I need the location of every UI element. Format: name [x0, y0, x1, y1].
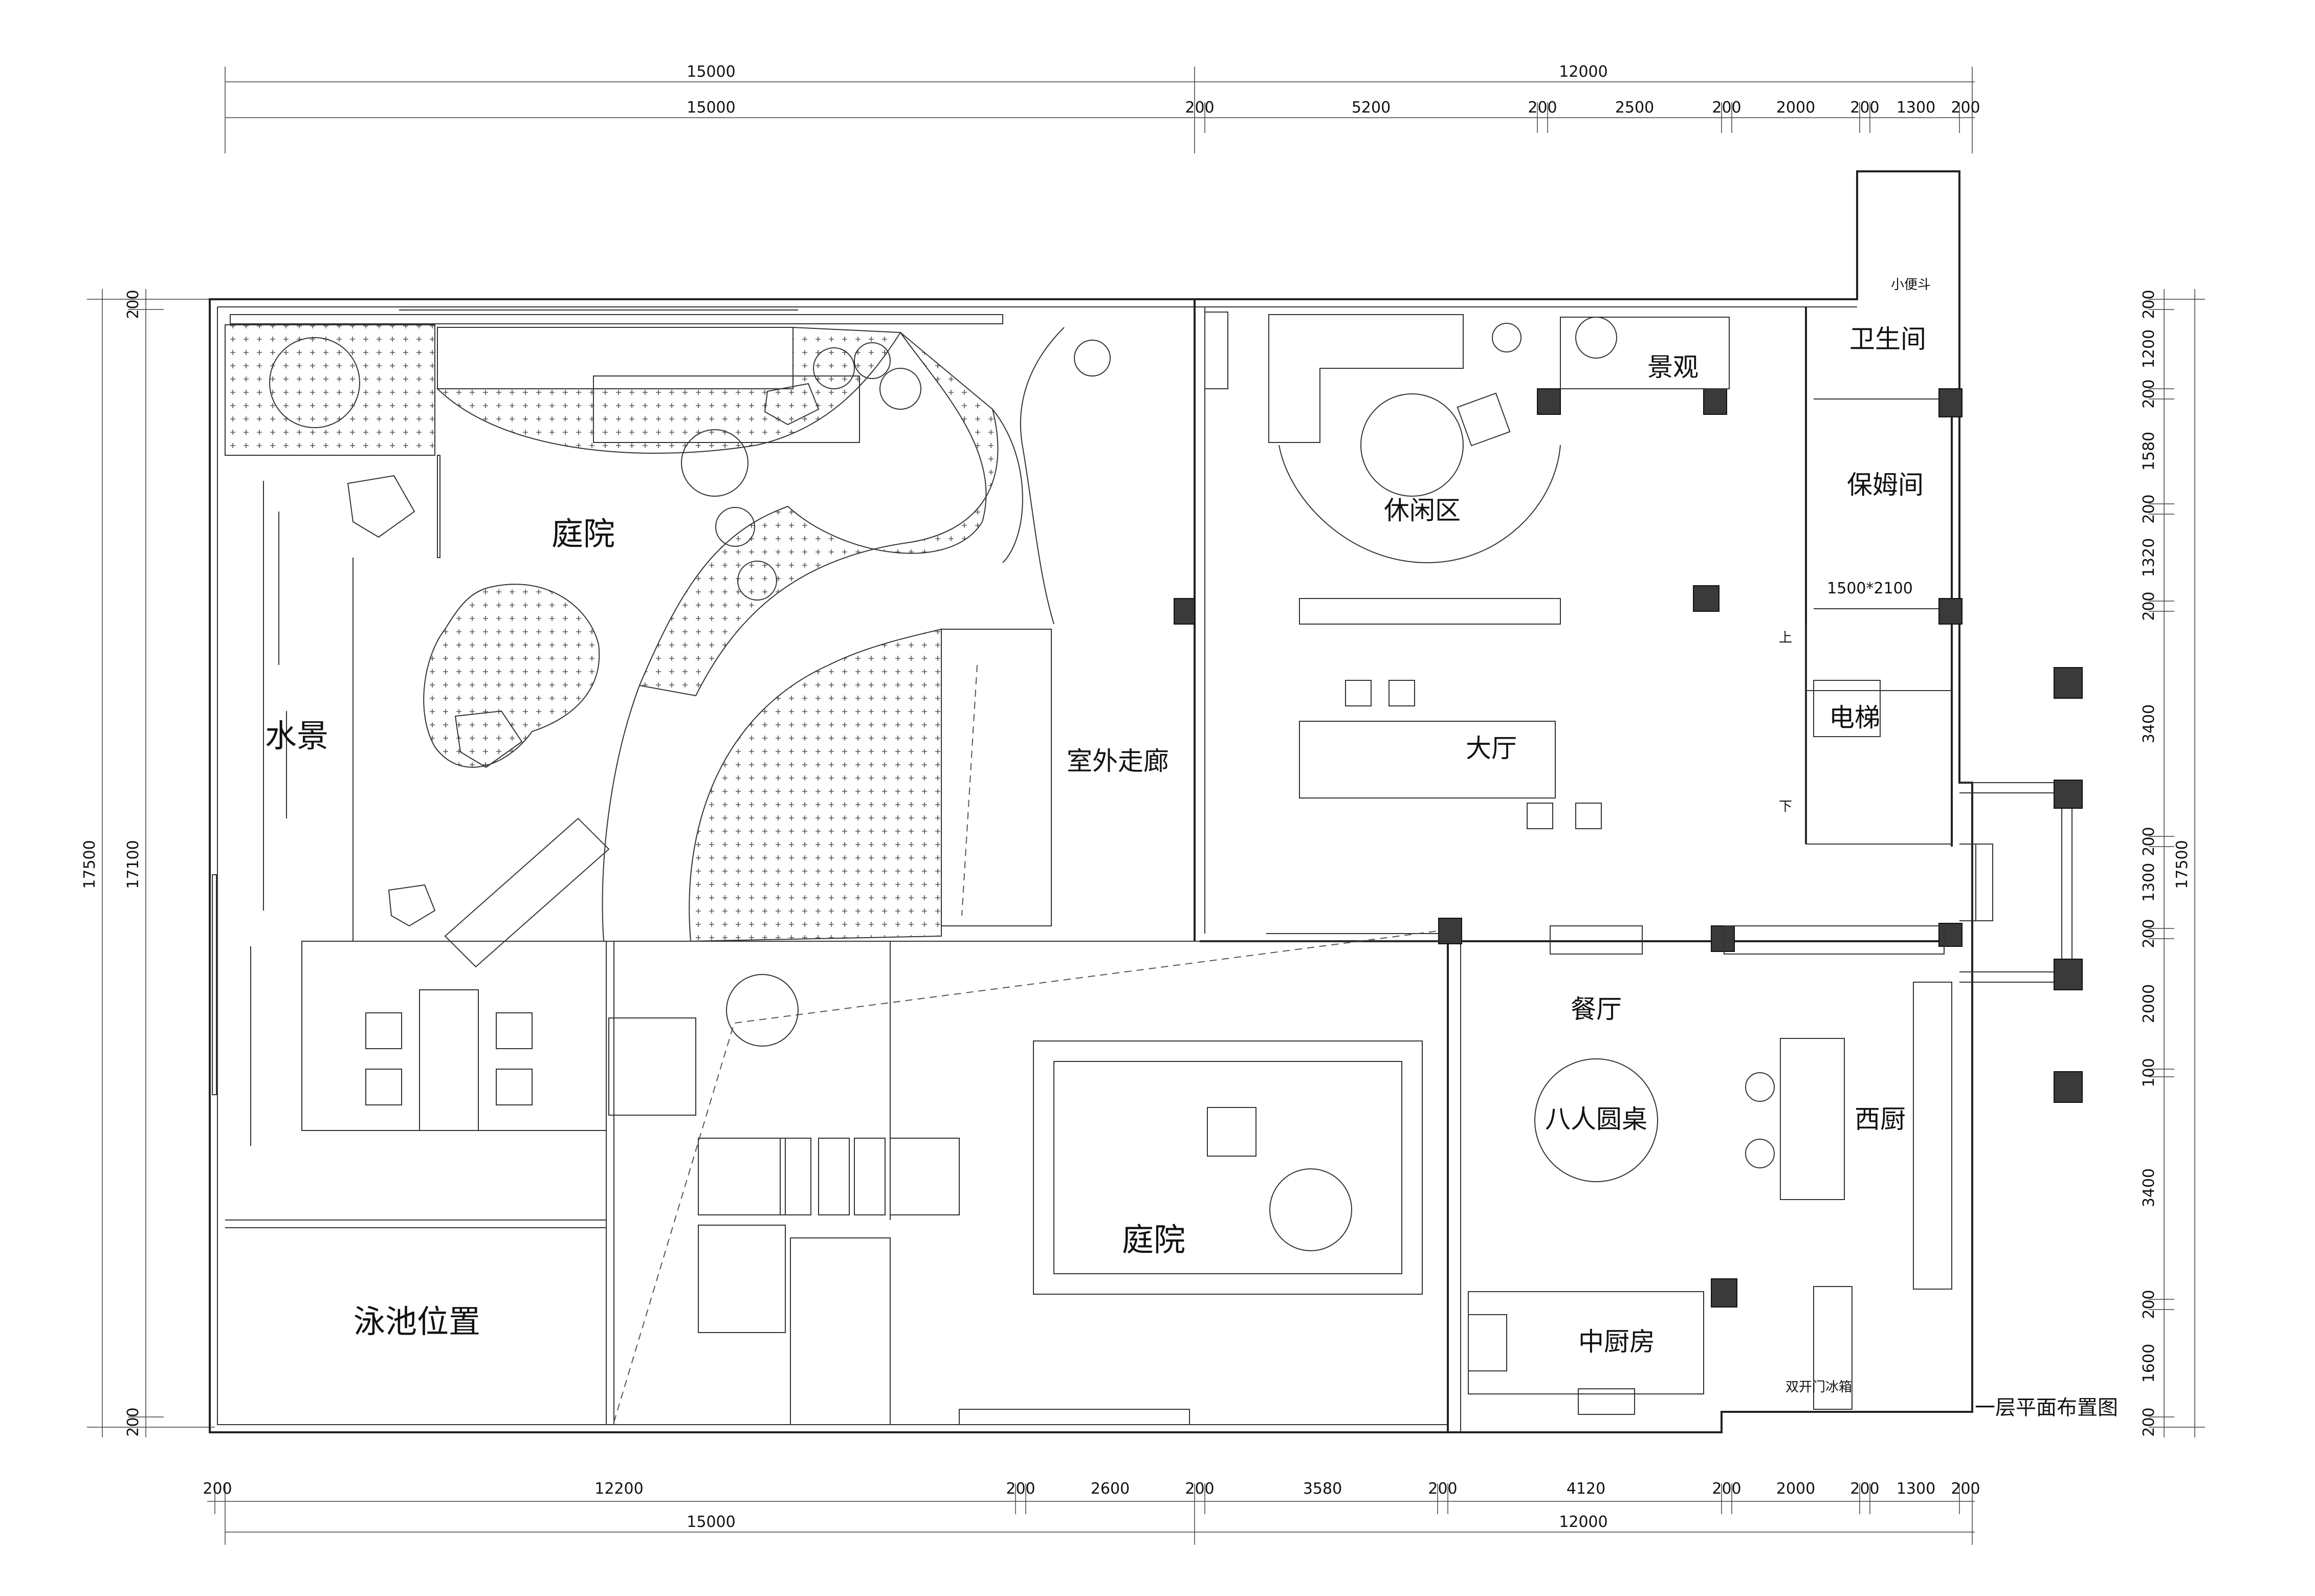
label-landscape: 景观 — [1647, 352, 1699, 382]
dim-bottom-10: 2000 — [1776, 1480, 1815, 1498]
dim-bottom-overall-2: 12000 — [1559, 1513, 1607, 1531]
dim-bottom-6: 3580 — [1303, 1480, 1342, 1498]
dim-top-6: 200 — [1712, 99, 1741, 117]
dim-right-11: 200 — [2140, 919, 2158, 948]
label-hall: 大厅 — [1466, 734, 1517, 763]
dim-right-17: 200 — [2140, 1407, 2158, 1436]
dim-top-7: 2000 — [1776, 99, 1815, 117]
dim-right-2: 1200 — [2140, 329, 2158, 368]
drawing-title: 一层平面布置图 — [1975, 1396, 2118, 1420]
dim-right-15: 200 — [2140, 1290, 2158, 1319]
label-courtyard-south: 庭院 — [1122, 1221, 1185, 1258]
dim-top-overall-2: 12000 — [1559, 63, 1607, 81]
living-furniture — [1204, 312, 1952, 955]
label-water-feature: 水景 — [265, 717, 328, 755]
dim-top-8: 200 — [1850, 99, 1879, 117]
dim-right-12: 2000 — [2140, 984, 2158, 1023]
label-door-size: 1500*2100 — [1827, 580, 1913, 597]
label-bathroom: 卫生间 — [1849, 324, 1926, 354]
dim-top-overall-1: 15000 — [687, 63, 735, 81]
dim-right-9: 200 — [2140, 827, 2158, 856]
dim-top-1: 15000 — [687, 99, 735, 117]
dim-right-16: 1600 — [2140, 1344, 2158, 1383]
dim-bottom-5: 200 — [1185, 1480, 1214, 1498]
label-stair-up: 上 — [1779, 630, 1792, 646]
dim-top-10: 200 — [1951, 99, 1980, 117]
label-maid-room: 保姆间 — [1847, 470, 1924, 500]
north-courtyard-landscape — [212, 309, 1111, 1146]
dim-right-3: 200 — [2140, 379, 2158, 408]
dim-right-4: 1580 — [2140, 432, 2158, 471]
dim-right-5: 200 — [2140, 494, 2158, 523]
structural-columns — [1174, 388, 2083, 1307]
exterior-walls — [209, 170, 1973, 1433]
south-west-garden — [225, 930, 1448, 1425]
dim-bottom-3: 200 — [1006, 1480, 1035, 1498]
dim-top-5: 2500 — [1615, 99, 1654, 117]
dim-right-7: 200 — [2140, 591, 2158, 620]
label-urinal: 小便斗 — [1891, 277, 1931, 293]
dim-bottom-2: 12200 — [594, 1480, 643, 1498]
dim-top-2: 200 — [1185, 99, 1214, 117]
dim-right-8: 3400 — [2140, 704, 2158, 743]
dining-kitchen-furniture — [1468, 982, 1952, 1415]
dim-bottom-12: 1300 — [1897, 1480, 1935, 1498]
dim-right-13: 100 — [2140, 1058, 2158, 1087]
left-dimension-lines — [87, 289, 215, 1437]
dim-bottom-overall-1: 15000 — [687, 1513, 735, 1531]
dim-right-1: 200 — [2140, 290, 2158, 319]
dim-top-9: 1300 — [1897, 99, 1935, 117]
label-stair-down: 下 — [1779, 799, 1792, 814]
dim-top-4: 200 — [1528, 99, 1557, 117]
label-pool: 泳池位置 — [354, 1303, 480, 1340]
dim-bottom-11: 200 — [1850, 1480, 1879, 1498]
dim-left-3: 200 — [124, 1407, 142, 1436]
entrance-portico — [1959, 782, 2073, 983]
dim-right-6: 1320 — [2140, 538, 2158, 577]
label-elevator: 电梯 — [1829, 703, 1880, 733]
dim-bottom-4: 2600 — [1091, 1480, 1130, 1498]
label-leisure-area: 休闲区 — [1384, 496, 1461, 525]
top-dimension-lines — [225, 66, 1975, 153]
label-outdoor-corridor: 室外走廊 — [1067, 746, 1169, 776]
label-dining: 餐厅 — [1571, 994, 1622, 1024]
dim-bottom-1: 200 — [203, 1480, 232, 1498]
dim-bottom-13: 200 — [1951, 1480, 1980, 1498]
dim-bottom-7: 200 — [1428, 1480, 1457, 1498]
right-dimension-lines — [2149, 289, 2205, 1437]
label-western-kitchen: 西厨 — [1855, 1104, 1906, 1134]
dim-right-overall: 17500 — [2173, 840, 2191, 889]
dim-right-10: 1300 — [2140, 863, 2158, 902]
label-courtyard-north: 庭院 — [552, 515, 615, 552]
dim-left-1: 200 — [124, 290, 142, 319]
label-fridge: 双开门冰箱 — [1785, 1380, 1852, 1395]
dim-left-2: 17100 — [124, 840, 142, 889]
bottom-dimension-lines — [207, 1483, 1975, 1545]
dim-bottom-8: 4120 — [1567, 1480, 1605, 1498]
label-round-table: 八人圆桌 — [1545, 1104, 1647, 1134]
dim-left-overall: 17500 — [81, 840, 99, 889]
label-chinese-kitchen: 中厨房 — [1578, 1327, 1655, 1357]
dim-right-14: 3400 — [2140, 1168, 2158, 1207]
dim-top-3: 5200 — [1352, 99, 1391, 117]
dim-bottom-9: 200 — [1712, 1480, 1741, 1498]
